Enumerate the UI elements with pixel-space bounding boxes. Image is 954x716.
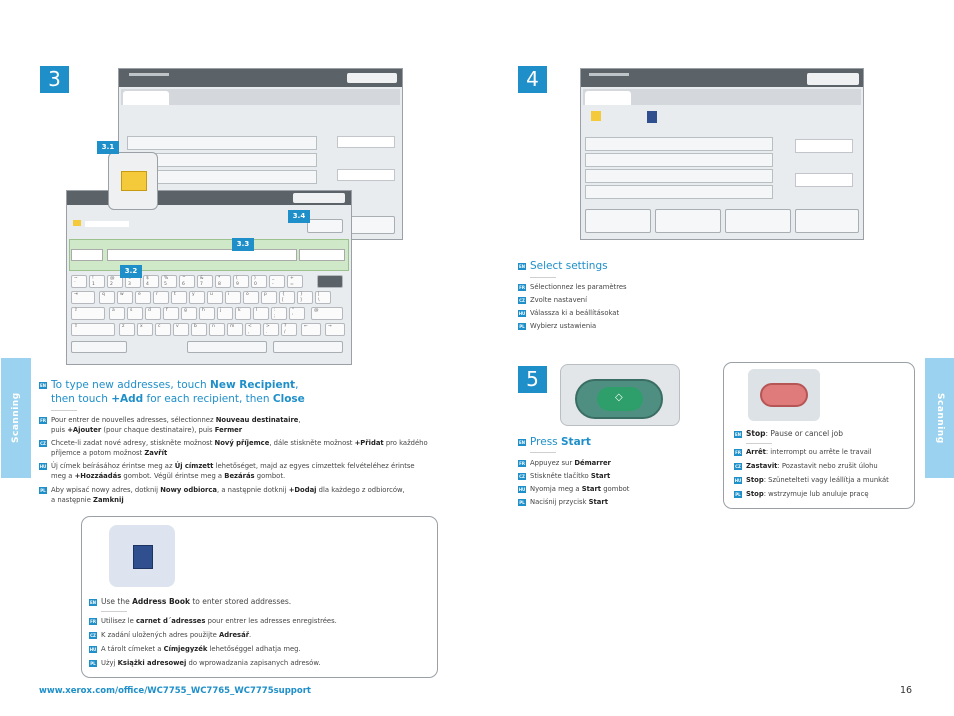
callout-3-2: 3.2 (120, 265, 142, 278)
address-book-icon-frame (109, 525, 175, 587)
start-button-illustration: ◇ (560, 364, 680, 426)
email-screen-back (118, 68, 403, 240)
callout-3-1: 3.1 (97, 141, 119, 154)
stop-button (760, 383, 808, 407)
step-3-number: 3 (40, 66, 69, 93)
stop-button-illustration (748, 369, 820, 421)
callout-3-3: 3.3 (232, 238, 254, 251)
address-book-icon (133, 545, 153, 569)
start-diamond-icon: ◇ (615, 392, 623, 403)
footer-support-link[interactable]: www.xerox.com/office/WC7755_WC7765_WC777… (39, 686, 311, 696)
step-4-number: 4 (518, 66, 547, 93)
scanning-tab-left: Scanning (1, 358, 31, 478)
settings-screen (580, 68, 864, 240)
callout-3-4: 3.4 (288, 210, 310, 223)
scanning-tab-right: Scanning (925, 358, 954, 478)
envelope-icon (121, 171, 147, 191)
page-number: 16 (900, 685, 913, 696)
new-recipient-zoom (108, 152, 158, 210)
lang-en-badge: EN (39, 381, 47, 389)
step-5-number: 5 (518, 366, 547, 393)
start-button: ◇ (575, 379, 663, 419)
